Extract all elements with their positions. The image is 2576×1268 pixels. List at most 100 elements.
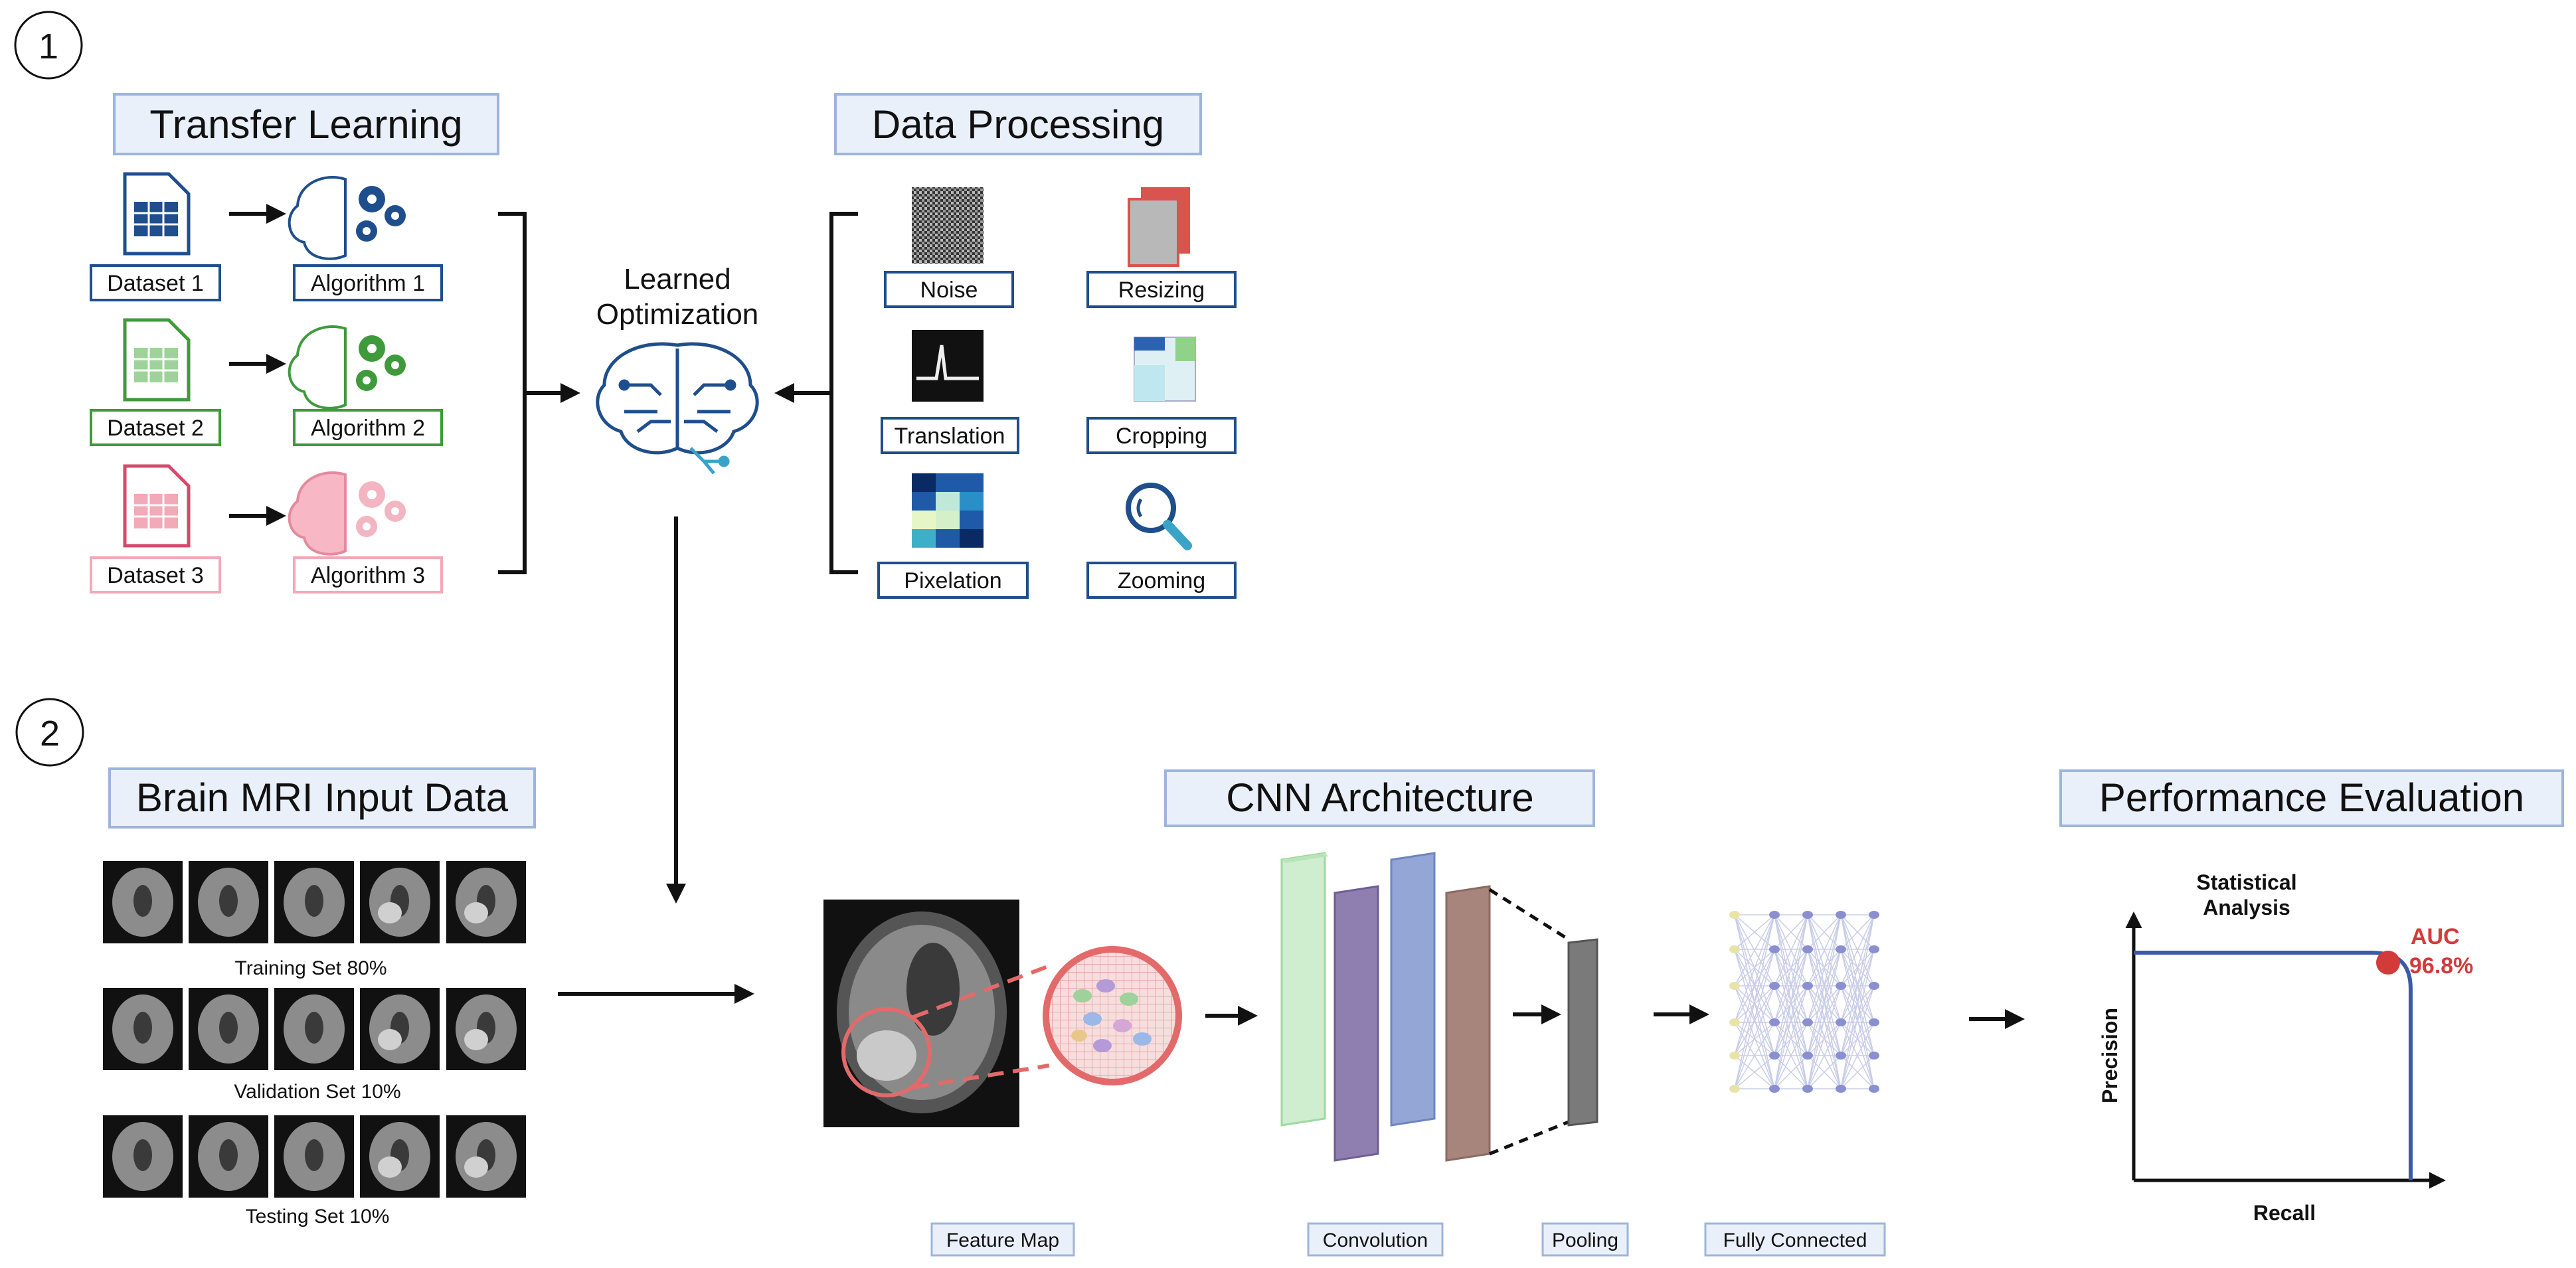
- statistical-line1: Statistical: [2196, 870, 2296, 894]
- pixelation-label: Pixelation: [904, 568, 1001, 594]
- cnn-architecture-title: CNN Architecture: [1226, 775, 1533, 820]
- conv-block-1: [1280, 852, 1328, 1127]
- step-1-marker: 1: [14, 11, 83, 80]
- fc-node: [1769, 945, 1780, 953]
- fc-edge: [1840, 1022, 1875, 1089]
- algorithm-3-icon: [288, 471, 406, 556]
- data-processing-title: Data Processing: [872, 102, 1164, 147]
- algorithm-2-label: Algorithm 2: [311, 416, 425, 441]
- mri-thumbnail: [103, 988, 183, 1070]
- fc-edge: [1840, 914, 1875, 950]
- fc-edge: [1734, 985, 1775, 1089]
- conv-to-pool-dash-bottom: [1489, 1120, 1569, 1156]
- processing-bracket: [829, 212, 858, 574]
- fc-edge: [1774, 914, 1808, 1056]
- mri-thumbnail: [274, 988, 354, 1070]
- performance-header: Performance Evaluation: [2059, 769, 2564, 827]
- fc-edge: [1807, 914, 1842, 1056]
- training-set-label: Training Set 80%: [234, 957, 386, 979]
- conv-block-3: [1390, 852, 1436, 1127]
- mri-thumbnail: [189, 988, 268, 1070]
- mri-thumbnail: [103, 861, 183, 943]
- fc-edge: [1734, 1055, 1775, 1089]
- fc-node: [1836, 945, 1846, 953]
- fc-node: [1869, 1052, 1879, 1060]
- mri-thumbnail: [446, 861, 526, 943]
- fc-edge: [1807, 914, 1842, 950]
- fc-edge: [1840, 985, 1875, 1089]
- learned-optimization-line2: Optimization: [596, 298, 759, 331]
- resizing-thumbnail: [1128, 187, 1190, 267]
- mri-thumbnail: [189, 861, 268, 943]
- noise-thumbnail: [912, 187, 984, 264]
- transfer-row-1: Dataset 1 Algorithm 1: [90, 172, 443, 301]
- recall-axis-label: Recall: [2253, 1201, 2316, 1225]
- translation-label: Translation: [895, 424, 1005, 449]
- pr-curve-plot: [2125, 911, 2446, 1189]
- translation-thumbnail: [912, 330, 984, 402]
- fc-edge: [1807, 914, 1842, 1023]
- fc-edge: [1734, 1022, 1775, 1056]
- algorithm-1-label: Algorithm 1: [311, 271, 425, 296]
- fc-node: [1869, 1018, 1879, 1026]
- fc-node: [1769, 1018, 1780, 1026]
- fc-edge: [1840, 949, 1875, 1089]
- mri-thumbnail: [446, 1115, 526, 1198]
- cropping-label: Cropping: [1116, 424, 1207, 449]
- fc-edge: [1734, 914, 1775, 1089]
- precision-axis-label: Precision: [2098, 1008, 2122, 1103]
- fc-edge: [1774, 1022, 1808, 1089]
- fc-node: [1729, 1052, 1740, 1060]
- mri-thumbnail: [360, 1115, 440, 1198]
- mri-thumbnail: [446, 988, 526, 1070]
- fc-edge: [1807, 914, 1842, 1089]
- fc-node: [1836, 1085, 1846, 1093]
- fc-edge: [1807, 1022, 1842, 1056]
- mri-thumbnail: [103, 1115, 183, 1198]
- fc-edge: [1840, 914, 1875, 1056]
- dataset-1-label: Dataset 1: [107, 271, 204, 296]
- pooling-label: Pooling: [1552, 1229, 1618, 1251]
- validation-set-label: Validation Set 10%: [234, 1081, 400, 1103]
- brain-mri-header: Brain MRI Input Data: [108, 767, 536, 829]
- noise-label: Noise: [920, 277, 978, 303]
- fc-node: [1869, 982, 1879, 990]
- pr-curve-line: [2134, 951, 2413, 1180]
- algorithm-3-label: Algorithm 3: [311, 563, 425, 588]
- fc-edge: [1734, 914, 1775, 950]
- cropping-thumbnail: [1134, 337, 1196, 402]
- resizing-label: Resizing: [1118, 277, 1205, 303]
- conv-to-pool-dash-top: [1488, 888, 1570, 941]
- auc-value: 96.8%: [2409, 953, 2473, 979]
- step-1-number: 1: [39, 27, 58, 66]
- transfer-learning-header: Transfer Learning: [113, 93, 499, 155]
- fc-edge: [1734, 914, 1775, 1056]
- fc-node: [1769, 1052, 1780, 1060]
- fc-node: [1869, 911, 1879, 919]
- fc-edge: [1774, 985, 1808, 1089]
- fc-node: [1836, 911, 1846, 919]
- fc-edge: [1807, 985, 1842, 1089]
- fc-edge: [1807, 949, 1842, 1089]
- transfer-bracket: [498, 212, 527, 574]
- fc-edge: [1774, 949, 1808, 1089]
- fc-node: [1802, 1052, 1813, 1060]
- fc-node: [1836, 982, 1846, 990]
- fc-node: [1729, 911, 1740, 919]
- pixelation-thumbnail: [912, 473, 984, 548]
- fc-node: [1729, 982, 1740, 990]
- performance-title: Performance Evaluation: [2099, 775, 2524, 820]
- testing-set-label: Testing Set 10%: [246, 1206, 390, 1228]
- fc-node: [1869, 1085, 1879, 1093]
- fc-node: [1802, 1018, 1813, 1026]
- auc-label: AUC: [2411, 924, 2460, 949]
- fc-edge: [1734, 1022, 1775, 1089]
- dataset-3-label: Dataset 3: [107, 563, 204, 588]
- fc-edge: [1774, 914, 1808, 987]
- fc-node: [1729, 1018, 1740, 1026]
- circuit-brain-icon: [596, 342, 759, 475]
- data-processing-header: Data Processing: [834, 93, 1202, 155]
- convolution-label: Convolution: [1323, 1229, 1428, 1251]
- transfer-row-3: Dataset 3 Algorithm 3: [90, 464, 443, 594]
